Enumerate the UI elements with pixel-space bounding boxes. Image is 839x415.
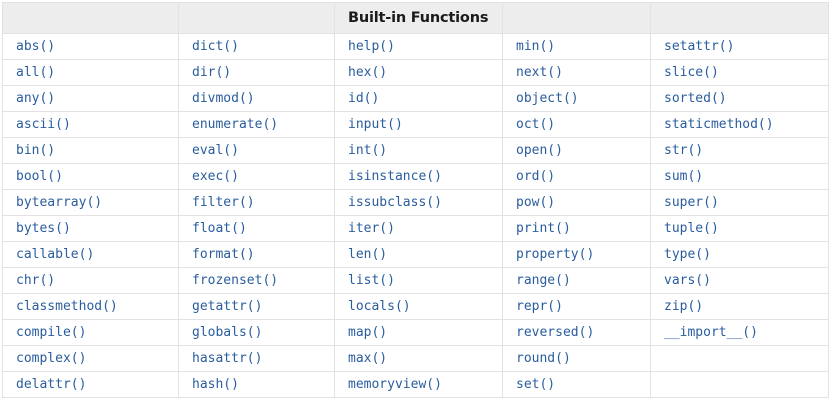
function-cell[interactable]: oct() — [502, 111, 651, 138]
function-cell[interactable]: filter() — [178, 189, 335, 216]
function-cell[interactable]: format() — [178, 241, 335, 268]
header-cell-1 — [2, 2, 179, 34]
function-cell[interactable]: ord() — [502, 163, 651, 190]
function-cell[interactable]: set() — [502, 371, 651, 398]
table-row: ascii()enumerate()input()oct()staticmeth… — [2, 111, 829, 138]
table-header-row: Built-in Functions — [2, 2, 829, 34]
function-cell[interactable]: bin() — [2, 137, 179, 164]
function-cell[interactable]: any() — [2, 85, 179, 112]
builtin-functions-table: Built-in Functions abs()dict()help()min(… — [2, 2, 829, 398]
function-cell[interactable]: chr() — [2, 267, 179, 294]
function-cell[interactable]: setattr() — [650, 33, 829, 60]
function-cell[interactable]: reversed() — [502, 319, 651, 346]
empty-cell — [650, 371, 829, 398]
function-cell[interactable]: object() — [502, 85, 651, 112]
function-cell[interactable]: property() — [502, 241, 651, 268]
function-cell[interactable]: ascii() — [2, 111, 179, 138]
function-cell[interactable]: iter() — [334, 215, 503, 242]
table-row: chr()frozenset()list()range()vars() — [2, 267, 829, 294]
function-cell[interactable]: exec() — [178, 163, 335, 190]
function-cell[interactable]: len() — [334, 241, 503, 268]
function-cell[interactable]: staticmethod() — [650, 111, 829, 138]
function-cell[interactable]: zip() — [650, 293, 829, 320]
function-cell[interactable]: range() — [502, 267, 651, 294]
table-header: Built-in Functions — [2, 2, 829, 34]
function-cell[interactable]: int() — [334, 137, 503, 164]
function-cell[interactable]: __import__() — [650, 319, 829, 346]
builtin-functions-table-container: Built-in Functions abs()dict()help()min(… — [2, 2, 829, 398]
function-cell[interactable]: next() — [502, 59, 651, 86]
table-row: compile()globals()map()reversed()__impor… — [2, 319, 829, 346]
function-cell[interactable]: bytes() — [2, 215, 179, 242]
function-cell[interactable]: hex() — [334, 59, 503, 86]
function-cell[interactable]: pow() — [502, 189, 651, 216]
function-cell[interactable]: str() — [650, 137, 829, 164]
function-cell[interactable]: issubclass() — [334, 189, 503, 216]
header-cell-5 — [650, 2, 829, 34]
table-row: bin()eval()int()open()str() — [2, 137, 829, 164]
function-cell[interactable]: sorted() — [650, 85, 829, 112]
function-cell[interactable]: memoryview() — [334, 371, 503, 398]
empty-cell — [650, 345, 829, 372]
table-row: delattr()hash()memoryview()set() — [2, 371, 829, 398]
function-cell[interactable]: enumerate() — [178, 111, 335, 138]
function-cell[interactable]: float() — [178, 215, 335, 242]
table-row: bytes()float()iter()print()tuple() — [2, 215, 829, 242]
function-cell[interactable]: all() — [2, 59, 179, 86]
function-cell[interactable]: dict() — [178, 33, 335, 60]
function-cell[interactable]: hash() — [178, 371, 335, 398]
header-cell-4 — [502, 2, 651, 34]
function-cell[interactable]: globals() — [178, 319, 335, 346]
function-cell[interactable]: help() — [334, 33, 503, 60]
function-cell[interactable]: frozenset() — [178, 267, 335, 294]
function-cell[interactable]: max() — [334, 345, 503, 372]
table-title: Built-in Functions — [334, 2, 503, 34]
table-body: abs()dict()help()min()setattr()all()dir(… — [2, 33, 829, 398]
function-cell[interactable]: slice() — [650, 59, 829, 86]
function-cell[interactable]: locals() — [334, 293, 503, 320]
function-cell[interactable]: bytearray() — [2, 189, 179, 216]
function-cell[interactable]: dir() — [178, 59, 335, 86]
header-cell-2 — [178, 2, 335, 34]
table-row: abs()dict()help()min()setattr() — [2, 33, 829, 60]
function-cell[interactable]: hasattr() — [178, 345, 335, 372]
function-cell[interactable]: bool() — [2, 163, 179, 190]
function-cell[interactable]: round() — [502, 345, 651, 372]
function-cell[interactable]: list() — [334, 267, 503, 294]
table-row: classmethod()getattr()locals()repr()zip(… — [2, 293, 829, 320]
table-row: bool()exec()isinstance()ord()sum() — [2, 163, 829, 190]
function-cell[interactable]: map() — [334, 319, 503, 346]
function-cell[interactable]: tuple() — [650, 215, 829, 242]
function-cell[interactable]: abs() — [2, 33, 179, 60]
table-row: complex()hasattr()max()round() — [2, 345, 829, 372]
function-cell[interactable]: delattr() — [2, 371, 179, 398]
function-cell[interactable]: open() — [502, 137, 651, 164]
function-cell[interactable]: type() — [650, 241, 829, 268]
function-cell[interactable]: divmod() — [178, 85, 335, 112]
table-row: callable()format()len()property()type() — [2, 241, 829, 268]
table-row: bytearray()filter()issubclass()pow()supe… — [2, 189, 829, 216]
function-cell[interactable]: id() — [334, 85, 503, 112]
function-cell[interactable]: super() — [650, 189, 829, 216]
table-row: any()divmod()id()object()sorted() — [2, 85, 829, 112]
function-cell[interactable]: vars() — [650, 267, 829, 294]
function-cell[interactable]: compile() — [2, 319, 179, 346]
function-cell[interactable]: sum() — [650, 163, 829, 190]
function-cell[interactable]: isinstance() — [334, 163, 503, 190]
function-cell[interactable]: print() — [502, 215, 651, 242]
function-cell[interactable]: getattr() — [178, 293, 335, 320]
table-row: all()dir()hex()next()slice() — [2, 59, 829, 86]
function-cell[interactable]: complex() — [2, 345, 179, 372]
function-cell[interactable]: callable() — [2, 241, 179, 268]
function-cell[interactable]: repr() — [502, 293, 651, 320]
function-cell[interactable]: eval() — [178, 137, 335, 164]
function-cell[interactable]: min() — [502, 33, 651, 60]
function-cell[interactable]: classmethod() — [2, 293, 179, 320]
function-cell[interactable]: input() — [334, 111, 503, 138]
